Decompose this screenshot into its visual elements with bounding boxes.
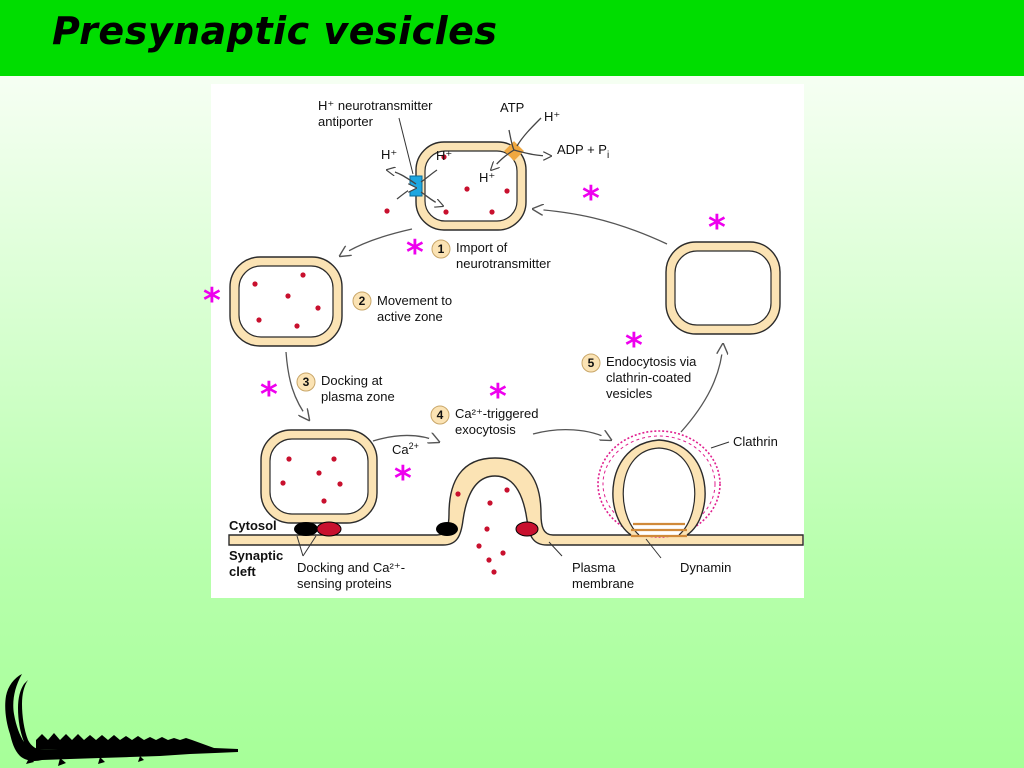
marker-asterisk: * [708, 208, 726, 248]
title-bar: Presynaptic vesicles [0, 0, 1024, 76]
cytosol-label: Cytosol [229, 518, 277, 533]
marker-asterisk: * [406, 233, 424, 273]
step-3-label-line2: plasma zone [321, 389, 395, 404]
clathrin-coated-vesicle [597, 430, 721, 538]
h-plus-label-inner: H⁺ [436, 148, 452, 163]
h-plus-label-lumen: H⁺ [479, 170, 495, 185]
plasma-membrane-label-line2: membrane [572, 576, 634, 591]
step-2-number: 2 [359, 294, 366, 308]
step-3-number: 3 [303, 375, 310, 389]
step-1-label-line1: Import of [456, 240, 508, 255]
docking-proteins-label-line2: sensing proteins [297, 576, 392, 591]
step-4-label-line2: exocytosis [455, 422, 516, 437]
adp-label: ADP + Pi [557, 142, 609, 161]
marker-asterisk: * [203, 281, 221, 321]
vesicle-movement [229, 256, 343, 347]
antiporter-label-line1: H⁺ neurotransmitter [318, 98, 433, 113]
step-1-label-line2: neurotransmitter [456, 256, 551, 271]
dynamin-label: Dynamin [680, 560, 731, 575]
process-arrows [285, 209, 723, 442]
step-markers: 1 2 3 4 5 [296, 239, 601, 425]
marker-asterisk: * [489, 377, 507, 417]
synaptic-cleft-label-line2: cleft [229, 564, 256, 579]
step-4-number: 4 [437, 408, 444, 422]
h-plus-label-pump: H⁺ [544, 109, 560, 124]
step-1-number: 1 [438, 242, 445, 256]
step-5-label-line3: vesicles [606, 386, 653, 401]
vesicle-cycle-diagram: 1 2 3 4 5 Import of neurotransmitter Mov… [228, 98, 804, 591]
step-4-label-line1: Ca²⁺-triggered [455, 406, 538, 421]
h-plus-label-outer: H⁺ [381, 147, 397, 162]
step-2-label-line2: active zone [377, 309, 443, 324]
neurotransmitter-dots [252, 154, 510, 575]
diagram-panel: 1 2 3 4 5 Import of neurotransmitter Mov… [211, 84, 804, 598]
docking-proteins-label-line1: Docking and Ca²⁺- [297, 560, 405, 575]
antiporter-label-line2: antiporter [318, 114, 374, 129]
step-5-label-line2: clathrin-coated [606, 370, 691, 385]
ion-flux-arrows [387, 117, 551, 206]
marker-asterisk: * [582, 179, 600, 219]
step-3-label-line1: Docking at [321, 373, 383, 388]
docking-proteins [294, 521, 539, 537]
dynamin-rings [631, 522, 687, 538]
calcium-label: Ca2+ [392, 441, 419, 457]
step-5-number: 5 [588, 356, 595, 370]
leader-lines [296, 117, 730, 559]
crocodile-logo [5, 674, 238, 766]
marker-asterisk: * [394, 459, 412, 499]
marker-asterisk: * [625, 326, 643, 366]
atp-label: ATP [500, 100, 524, 115]
plasma-membrane [228, 457, 804, 546]
plasma-membrane-label-line1: Plasma [572, 560, 616, 575]
slide-title: Presynaptic vesicles [52, 9, 498, 53]
vesicle-recycled [665, 241, 781, 335]
vesicle-docked [260, 429, 378, 524]
synaptic-cleft-label-line1: Synaptic [229, 548, 283, 563]
clathrin-label: Clathrin [733, 434, 778, 449]
antiporter [409, 175, 423, 197]
step-2-label-line1: Movement to [377, 293, 452, 308]
step-5-label-line1: Endocytosis via [606, 354, 697, 369]
marker-asterisk: * [260, 375, 278, 415]
